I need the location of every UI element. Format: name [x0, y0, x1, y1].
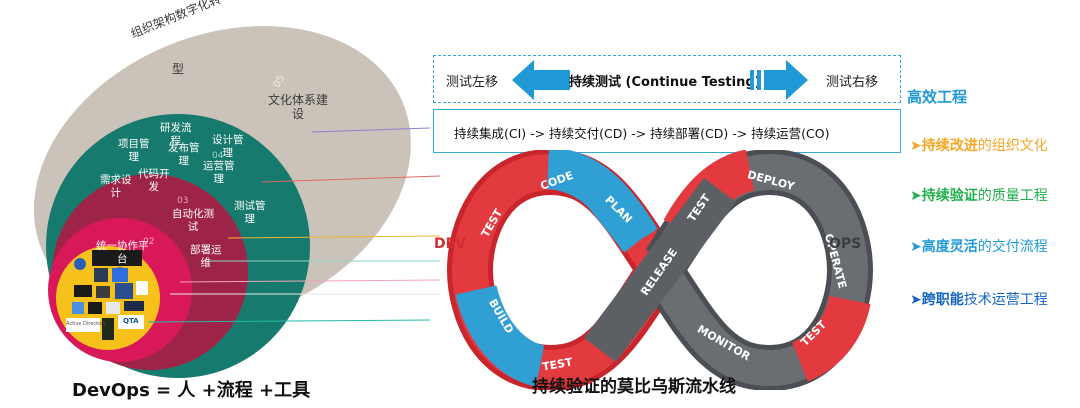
tool-label-qta: QTA — [123, 317, 139, 325]
right-item-3-rest: 的交付流程 — [977, 239, 1048, 255]
label-ops-mgmt-2: 理 — [213, 173, 225, 185]
ring-number-02: 02 — [143, 237, 155, 247]
label-test-mgmt-2: 理 — [244, 213, 256, 225]
label-code-dev: 代码开 — [138, 168, 170, 180]
right-item-1-rest: 的组织文化 — [977, 138, 1048, 154]
label-auto-test: 自动化测 — [172, 208, 214, 220]
right-item-3-arrow: ➤ — [910, 239, 922, 255]
label-release-mgmt: 发布管 — [168, 142, 200, 154]
outer-ring-text-2: 型 — [172, 60, 184, 77]
release-segment — [584, 178, 736, 362]
label-release-mgmt-2: 理 — [178, 155, 190, 167]
label-rd-process: 研发流 — [160, 122, 192, 134]
dev-label: DEV — [434, 236, 467, 252]
label-ops-mgmt: 运营管 — [203, 160, 235, 172]
continuous-testing-box — [433, 55, 901, 103]
shift-right-label: 测试右移 — [826, 75, 879, 90]
right-item-2: ➤持续验证的质量工程 — [910, 185, 1048, 205]
mobius-loop: TEST CODE PLAN BUILD TEST RELEASE TEST D… — [446, 150, 874, 390]
continuous-testing-label: 持续测试 (Continue Testing) — [569, 75, 761, 90]
label-project-mgmt: 项目管 — [118, 138, 150, 150]
tool-label-active-directory: Active Directory — [66, 321, 107, 327]
label-culture: 文化体系建 设 — [268, 93, 328, 121]
label-deploy-ops: 部署运 — [190, 244, 222, 256]
right-item-3-bold: 高度灵活 — [921, 239, 978, 255]
label-project-mgmt-2: 理 — [128, 151, 140, 163]
right-item-4-arrow: ➤ — [910, 292, 922, 308]
ops-label: OPS — [829, 236, 862, 252]
devops-onion-diagram — [33, 26, 440, 378]
label-design-mgmt-2: 理 — [222, 147, 234, 159]
tool-logos — [66, 250, 148, 340]
label-auto-test-2: 试 — [187, 221, 199, 233]
mobius-caption: 持续验证的莫比乌斯流水线 — [532, 377, 736, 397]
label-test-mgmt: 测试管 — [234, 200, 266, 212]
devops-caption: DevOps = 人 +流程 +工具 — [72, 380, 311, 401]
loop-label-test-2: TEST — [541, 355, 574, 373]
label-collab-platform: 统一协作平 — [96, 240, 149, 252]
shift-left-label: 测试左移 — [446, 75, 499, 90]
label-requirement-design: 需求设 — [100, 174, 132, 186]
pipeline-box — [433, 109, 901, 153]
right-item-3: ➤高度灵活的交付流程 — [910, 236, 1048, 256]
label-culture-1: 文化体系建 — [268, 93, 329, 107]
arrow-right-icon — [750, 60, 808, 100]
right-item-2-arrow: ➤ — [910, 188, 922, 204]
label-culture-2: 设 — [292, 107, 305, 121]
right-item-4: ➤跨职能技术运营工程 — [910, 289, 1048, 309]
right-item-1-arrow: ➤ — [910, 138, 922, 154]
right-item-2-rest: 的质量工程 — [977, 188, 1048, 204]
label-digital-transformation-2: 型 — [172, 62, 185, 76]
right-item-1: ➤持续改进的组织文化 — [910, 135, 1048, 155]
ring-number-03: 03 — [177, 196, 189, 206]
arrow-left-icon — [512, 60, 570, 100]
label-deploy-ops-2: 维 — [200, 257, 212, 269]
right-item-1-bold: 持续改进 — [921, 138, 978, 154]
label-design-mgmt: 设计管 — [212, 134, 244, 146]
ring-number-04: 04 — [212, 151, 224, 161]
right-item-4-rest: 技术运营工程 — [963, 292, 1048, 308]
label-collab-platform-2: 台 — [117, 253, 128, 265]
label-requirement-design-2: 计 — [110, 187, 122, 199]
right-item-4-bold: 跨职能 — [921, 292, 964, 308]
right-item-2-bold: 持续验证 — [921, 188, 978, 204]
efficient-engineering-title: 高效工程 — [907, 88, 968, 106]
label-rd-process-2: 程 — [170, 135, 182, 147]
leader-lines — [147, 127, 440, 323]
label-code-dev-2: 发 — [148, 181, 160, 193]
pipeline-text: 持续集成(CI) -> 持续交付(CD) -> 持续部署(CD) -> 持续运营… — [454, 126, 830, 141]
